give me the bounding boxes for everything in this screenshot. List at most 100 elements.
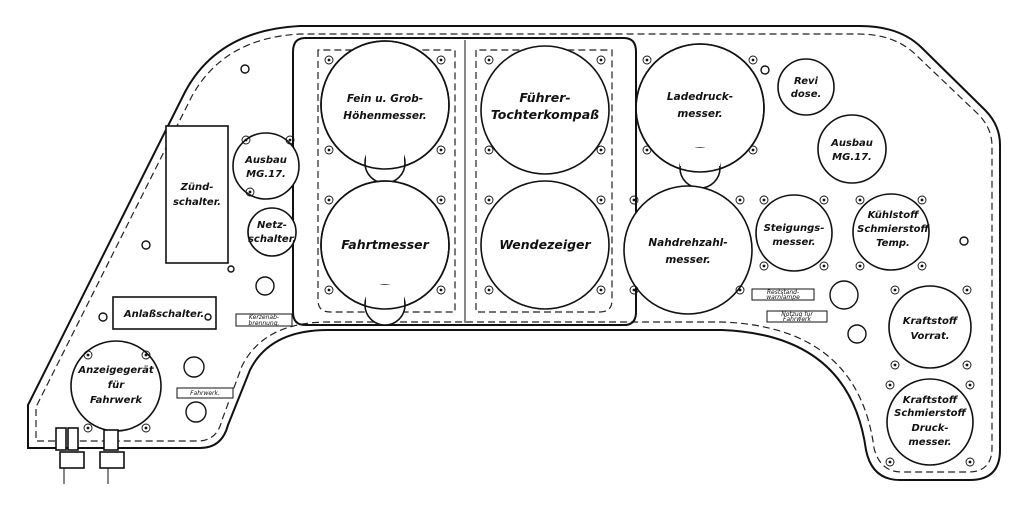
mounting-screw [324,285,334,295]
mounting-screw-center [439,198,443,202]
mounting-screw [855,261,865,271]
kerzenab-line2: brennung. [249,320,280,327]
knob-hole [183,356,205,378]
mounting-screw-center [738,288,742,292]
fein-hoehen-line2: Höhenmesser. [343,110,426,122]
steigung-line1: Steigungs- [764,223,825,234]
mounting-screw [245,187,255,197]
mounting-screw [83,350,93,360]
mounting-screw [83,423,93,433]
notzug-line1: Notzug für [781,311,813,318]
mounting-screw [629,285,639,295]
netz-line1: Netz- [257,220,287,231]
mounting-screw [285,135,295,145]
mounting-screw [962,360,972,370]
knob-hole [185,401,207,423]
reststand-line2: warnlampe [766,294,800,301]
ladedruck-gauge: Ladedruck- messer. [635,43,765,189]
mounting-screw [917,195,927,205]
kraftstoff-druck-gauge: Kraftstoff Schmierstoff Druck- messer. [886,378,974,466]
mounting-screw-center [288,138,292,142]
mounting-screw [484,55,494,65]
ausbau-left-gauge: Ausbau MG.17. [232,132,300,200]
mount-hole [141,240,151,250]
mounting-screw [596,285,606,295]
kraftstoff-vorrat-gauge: Kraftstoff Vorrat. [888,285,972,369]
mounting-screw [241,135,251,145]
mounting-screw-center [968,383,972,387]
kerzenab-line1: Kerzenab- [249,314,279,321]
mounting-screw [324,195,334,205]
mounting-screw-center [244,138,248,142]
fein-hoehenmesser-gauge: Fein u. Grob- Höhenmesser. [320,40,450,184]
mounting-screw-center [439,288,443,292]
mounting-screw-center [487,148,491,152]
mount-hole [204,313,212,321]
netzschalter-gauge: Netz- schalter. [247,207,297,257]
reststand-line1: Reststand- [767,289,799,296]
mounting-screw [484,195,494,205]
mounting-screw-center [858,264,862,268]
mounting-screw-center [751,148,755,152]
zuendschalter-box: Zünd- schalter. [165,125,229,264]
vorrat-line2: Vorrat. [910,331,949,342]
mounting-screw [759,195,769,205]
mounting-screw-center [327,148,331,152]
mounting-screw-center [632,198,636,202]
mounting-screw-center [248,190,252,194]
mounting-screw [962,285,972,295]
mount-hole [240,64,250,74]
notzug-line2: Fahrwerk [783,316,811,323]
vorrat-line1: Kraftstoff [903,316,959,327]
ausbau-left-line2: MG.17. [246,169,286,180]
notzug-plate: Notzug für Fahrwerk [766,310,828,323]
mounting-screw-center [86,353,90,357]
mounting-screw-center [968,460,972,464]
fahrwerk-plate: Fahrwerk. [176,387,234,399]
mounting-screw-center [920,264,924,268]
nahdrehzahl-line2: messer. [665,254,710,266]
kuehl-line2: Schmierstoff [857,224,930,235]
mounting-screw [324,55,334,65]
mounting-screw-center [599,148,603,152]
mounting-screw-center [599,58,603,62]
mounting-screw [642,55,652,65]
mounting-screw [596,55,606,65]
revi-line2: dose. [791,89,822,100]
mounting-screw [890,360,900,370]
druck-line1: Kraftstoff [903,395,959,406]
kerzenab-plate: Kerzenab- brennung. [235,313,293,327]
zuend-line1: Zünd- [180,182,214,193]
revi-line1: Revi [794,76,819,87]
ausbau-right-line2: MG.17. [832,152,872,163]
screw-group [83,55,975,467]
mounting-screw [748,55,758,65]
mounting-screw [141,423,151,433]
nahdrehzahl-line1: Nahdrehzahl- [648,237,727,249]
mounting-screw [141,350,151,360]
mounting-screw-center [327,58,331,62]
mounting-screw [484,285,494,295]
mounting-screw [735,195,745,205]
mounting-screw-center [599,198,603,202]
knob-hole [829,280,859,310]
mount-hole [959,236,969,246]
mounting-screw-center [144,353,148,357]
mounting-screw [819,195,829,205]
mounting-screw [748,145,758,155]
fahrtmesser-gauge: Fahrtmesser [320,180,450,326]
mounting-screw [965,457,975,467]
mounting-screw [890,285,900,295]
mounting-screw [436,55,446,65]
ausbau-right-gauge: Ausbau MG.17. [817,114,887,184]
kuehlstoff-gauge: Kühlstoff Schmierstoff Temp. [852,193,931,271]
anzeige-line1: Anzeigegerät [77,365,154,376]
anzeige-line2: für [108,380,125,391]
mounting-screw-center [599,288,603,292]
fahrwerk-label: Fahrwerk. [190,390,220,397]
mounting-screw-center [822,264,826,268]
ausbau-left-line1: Ausbau [244,155,287,166]
panel-outline [27,25,1001,481]
mounting-screw [629,195,639,205]
